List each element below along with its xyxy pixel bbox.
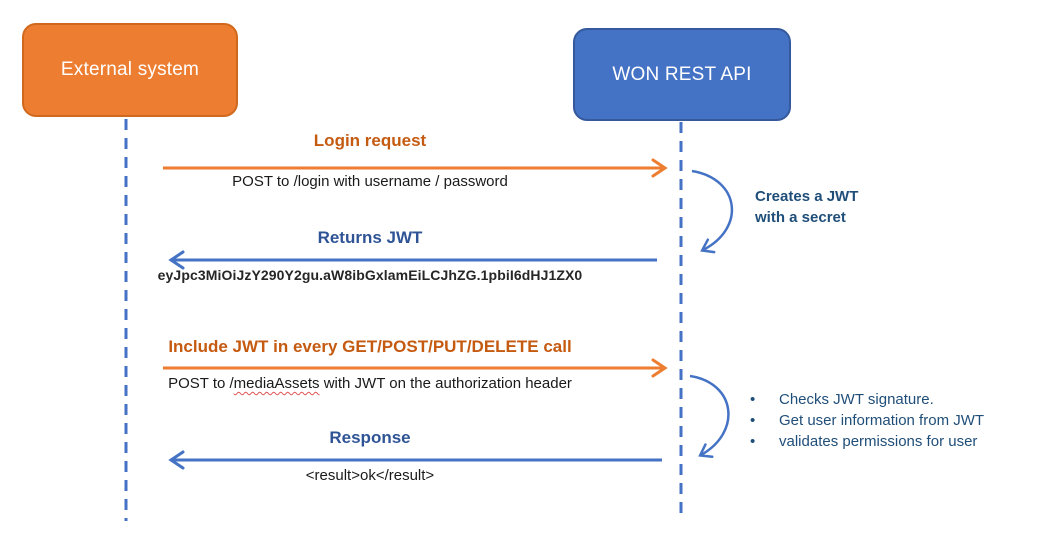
bullet-icon	[750, 431, 779, 452]
include-jwt-subtitle-path: mediaAssets	[233, 375, 320, 392]
actor-external-system: External system	[22, 23, 238, 117]
message-login-title: Login request	[313, 131, 427, 150]
actor-won-rest-api-label: WON REST API	[612, 63, 752, 85]
self-loop-create-jwt	[691, 169, 734, 254]
list-item: Checks JWT signature.	[750, 389, 984, 410]
jwt-token-value: eyJpc3MiOiJzY290Y2gu.aW8ibGxlamEiLCJhZG.…	[157, 267, 583, 283]
message-include-jwt-subtitle: POST to /mediaAssets with JWT on the aut…	[105, 375, 635, 392]
bullet-icon	[750, 389, 779, 410]
include-jwt-subtitle-prefix: POST to /	[168, 375, 234, 392]
note-creates-jwt-line1: Creates a JWT	[755, 188, 859, 205]
include-jwt-subtitle-suffix: with JWT on the authorization header	[319, 375, 572, 392]
message-include-jwt-title: Include JWT in every GET/POST/PUT/DELETE…	[168, 337, 572, 356]
note-creates-jwt: Creates a JWT with a secret	[755, 186, 858, 228]
bullet-icon	[750, 410, 779, 431]
note-jwt-validation: Checks JWT signature. Get user informati…	[750, 389, 984, 452]
self-loop-validate-jwt	[689, 374, 730, 458]
actor-won-rest-api: WON REST API	[573, 28, 791, 121]
message-response-subtitle: <result>ok</result>	[305, 467, 435, 484]
message-login-subtitle: POST to /login with username / password	[232, 173, 508, 190]
validation-bullet-3: validates permissions for user	[779, 433, 978, 450]
validation-bullet-1: Checks JWT signature.	[779, 391, 934, 408]
list-item: validates permissions for user	[750, 431, 984, 452]
note-creates-jwt-line2: with a secret	[755, 209, 846, 226]
message-response-title: Response	[329, 428, 411, 447]
list-item: Get user information from JWT	[750, 410, 984, 431]
message-returns-jwt-title: Returns JWT	[317, 228, 423, 247]
actor-external-system-label: External system	[60, 59, 200, 80]
validation-bullet-2: Get user information from JWT	[779, 412, 985, 429]
